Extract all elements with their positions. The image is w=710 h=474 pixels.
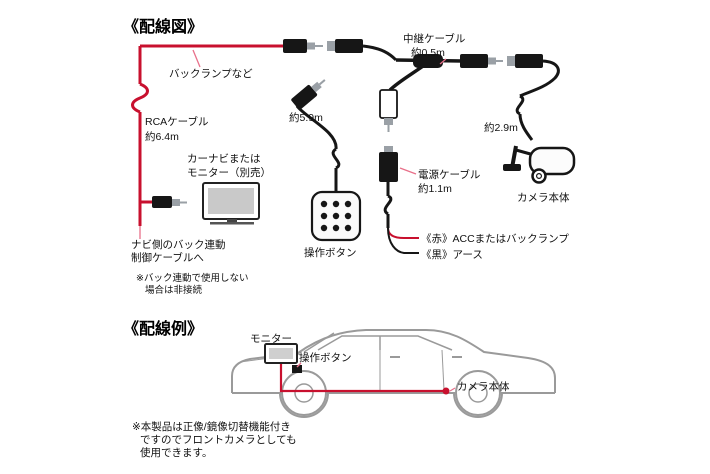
rca-cable-length: 約6.4m (145, 130, 179, 143)
monitor-icon (202, 182, 260, 225)
example-button-icon (292, 365, 302, 373)
button-cable-plug-icon (291, 79, 326, 110)
product-note-line3: 使用できます。 (140, 446, 212, 459)
power-cable-label: 電源ケーブル (418, 168, 480, 181)
relay-cable-leader-line (439, 58, 447, 65)
example-monitor-icon (264, 343, 298, 364)
video-connector-icon (379, 89, 398, 132)
wiring-diagram-title: 《配線図》 (123, 17, 203, 36)
relay-cable-length: 約0.5m (411, 46, 445, 59)
rca-cable-red-line (131, 44, 283, 226)
button-cable-length: 約5.9m (289, 111, 323, 124)
navi-back-label-line2: 制御ケーブルへ (131, 251, 204, 264)
power-cable-leader-line (399, 167, 417, 175)
wiring-example-title: 《配線例》 (123, 319, 203, 338)
example-button-leader-line (296, 362, 302, 368)
rca-plug-male-icon (283, 39, 323, 53)
navi-label-line2: モニター（別売） (187, 166, 271, 179)
rca-socket-icon (327, 39, 398, 62)
red-wire-label: 《赤》ACCまたはバックランプ (421, 233, 569, 245)
example-camera-leader-line (449, 387, 456, 392)
example-button-label: 操作ボタン (299, 351, 352, 364)
navi-back-label-line1: ナビ側のバック連動 (131, 238, 226, 251)
camera-icon (503, 145, 576, 184)
camera-cable-line (515, 59, 560, 141)
product-note-line2: ですのでフロントカメラとしても (140, 434, 297, 446)
camera-label: カメラ本体 (517, 191, 570, 204)
power-connector-icon (379, 146, 398, 182)
operation-button-icon (310, 190, 362, 242)
rca-cable-label: RCAケーブル (145, 115, 209, 128)
relay-cable-line (388, 54, 463, 92)
non-connection-note-line2: 場合は非接続 (145, 284, 203, 296)
cable-break-squiggle-icon (331, 147, 341, 170)
example-camera-label: カメラ本体 (457, 380, 510, 393)
example-monitor-label: モニター (250, 333, 292, 345)
black-wire-label: 《黒》アース (421, 249, 483, 261)
wiring-example-section: 《配線例》 モニター (123, 319, 556, 459)
cable-break-squiggle-icon (383, 194, 393, 216)
camera-position-dot (442, 387, 450, 395)
car-outline-icon (231, 329, 556, 418)
operation-button-label: 操作ボタン (304, 246, 357, 259)
red-wire-line (387, 227, 419, 239)
camera-cable-socket-icon (507, 54, 543, 68)
cable-break-squiggle-icon (515, 94, 525, 116)
relay-end-plug-icon (460, 54, 503, 68)
relay-cable-label: 中継ケーブル (403, 32, 465, 45)
non-connection-note-line1: ※バック連動で使用しない (136, 272, 248, 284)
monitor-plug-icon (152, 196, 187, 208)
navi-label-line1: カーナビまたは (187, 153, 261, 165)
black-wire-line (387, 227, 419, 254)
example-cable-red-line (279, 362, 450, 395)
back-lamp-label: バックランプなど (169, 68, 253, 80)
power-cable-line (383, 182, 419, 254)
power-cable-length: 約1.1m (418, 182, 452, 195)
camera-cable-length: 約2.9m (484, 121, 518, 134)
back-lamp-leader-line (192, 49, 201, 68)
wiring-diagram-section: 《配線図》 バックランプなど RCAケーブル 約6.4m カーナビまたは (123, 17, 576, 296)
product-note-line1: ※本製品は正像/鏡像切替機能付き (132, 420, 291, 433)
cable-break-squiggle-icon (131, 82, 149, 114)
